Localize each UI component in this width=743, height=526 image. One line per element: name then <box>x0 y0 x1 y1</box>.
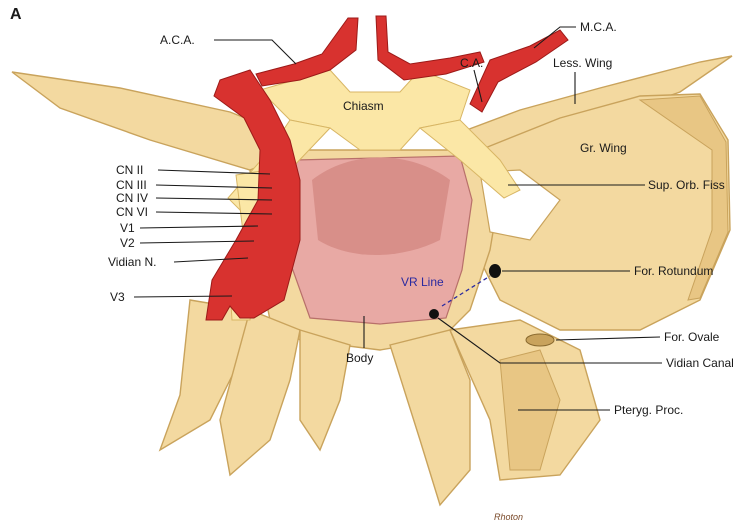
label-vidian-canal: Vidian Canal <box>666 356 734 370</box>
label-mca: M.C.A. <box>580 20 617 34</box>
anterior-cerebral-artery-right <box>376 16 484 80</box>
label-vr-line: VR Line <box>401 275 444 289</box>
vidian-canal-opening <box>429 309 439 319</box>
label-aca: A.C.A. <box>160 33 195 47</box>
label-pteryg-proc: Pteryg. Proc. <box>614 403 683 417</box>
label-for-ovale: For. Ovale <box>664 330 720 344</box>
label-cn2: CN II <box>116 163 143 177</box>
foramen-rotundum <box>489 264 501 278</box>
label-gr-wing: Gr. Wing <box>580 141 627 155</box>
label-less-wing: Less. Wing <box>553 56 612 70</box>
label-cn4: CN IV <box>116 191 148 205</box>
label-v2: V2 <box>120 236 135 250</box>
label-v3: V3 <box>110 290 125 304</box>
anterior-cerebral-artery-left <box>256 18 358 86</box>
pterygoid-center-left <box>300 330 350 450</box>
panel-letter: A <box>10 6 22 23</box>
label-vidian-n: Vidian N. <box>108 255 156 269</box>
aca-leader <box>214 40 296 64</box>
label-for-rotundum: For. Rotundum <box>634 264 713 278</box>
pterygoid-right-inner <box>390 330 470 505</box>
label-cn3: CN III <box>116 178 147 192</box>
label-sup-orb-fiss: Sup. Orb. Fiss <box>648 178 725 192</box>
label-chiasm: Chiasm <box>343 99 384 113</box>
artist-signature: Rhoton <box>494 512 523 522</box>
for-ovale-leader <box>556 337 660 340</box>
carotid-artery-right <box>470 30 568 112</box>
label-body: Body <box>346 351 373 365</box>
label-v1: V1 <box>120 221 135 235</box>
label-cn6: CN VI <box>116 205 148 219</box>
foramen-ovale <box>526 334 554 346</box>
v1-leader <box>140 226 258 228</box>
pituitary-gland-shade <box>312 158 450 256</box>
label-ca: C.A. <box>460 56 483 70</box>
